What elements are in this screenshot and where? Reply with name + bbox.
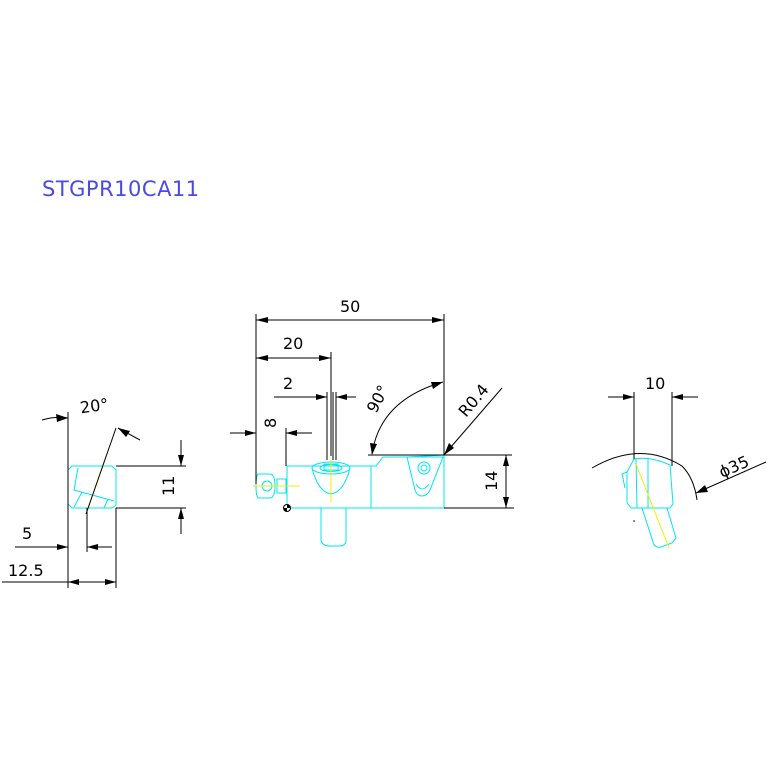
side-view-screw-offset-label: 8	[261, 418, 280, 428]
top-view-bore-diameter-label: ϕ35	[716, 452, 752, 482]
side-view-length-label: 50	[340, 297, 360, 316]
side-view-pin-position-label: 20	[283, 334, 303, 353]
top-view-width-label: 10	[645, 374, 665, 393]
side-view: 50 20 2 8 90° R0.4	[230, 297, 514, 547]
end-view-body	[67, 465, 117, 509]
side-view-pin-width-label: 2	[283, 374, 293, 393]
side-view-body	[286, 465, 372, 509]
side-view-height-label: 14	[482, 471, 501, 491]
side-view-corner-angle-label: 90°	[363, 382, 393, 416]
end-view-width-label: 12.5	[8, 561, 44, 580]
end-view-offset-label: 5	[22, 524, 32, 543]
end-view-angle-label: 20°	[79, 395, 110, 418]
end-view: 20° 11 5 12.5	[2, 395, 186, 588]
top-view: 10 ϕ35	[591, 374, 767, 549]
bore-arc	[591, 453, 698, 501]
side-view-nose-radius-label: R0.4	[455, 380, 493, 420]
end-view-height-label: 11	[159, 476, 178, 496]
part-number-title: STGPR10CA11	[42, 177, 200, 201]
